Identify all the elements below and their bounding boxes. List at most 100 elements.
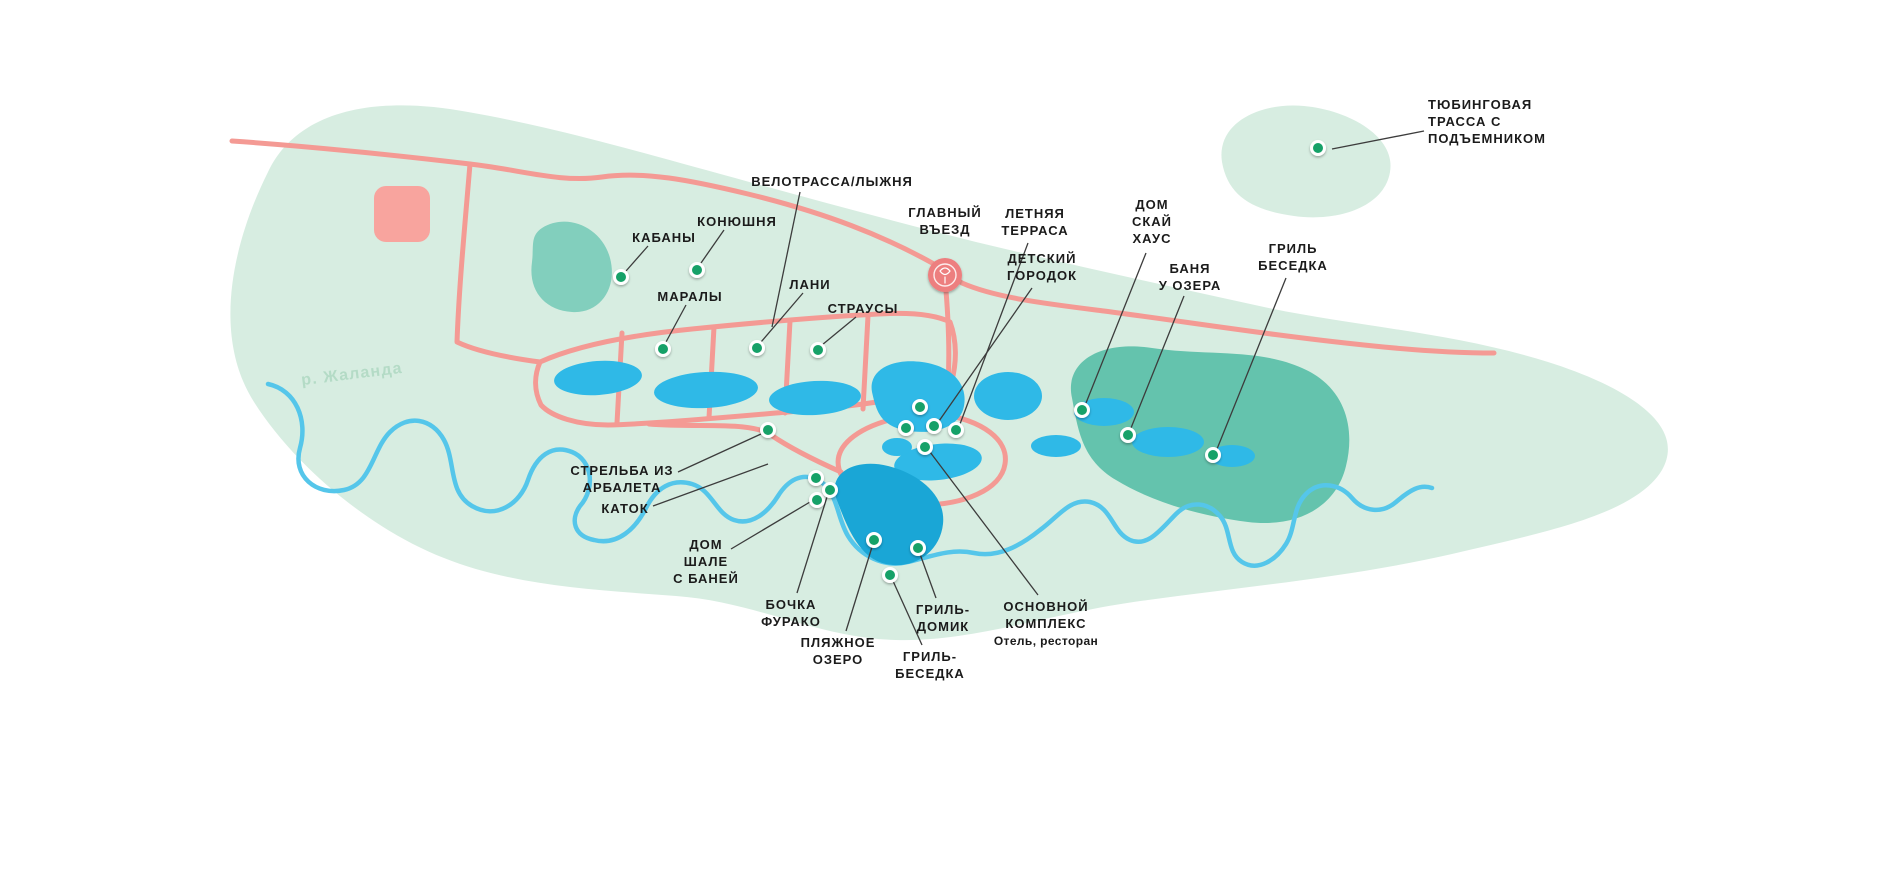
crossbow-range-label-text: СТРЕЛЬБА ИЗ АРБАЛЕТА (570, 463, 674, 496)
ostriches-label-text: СТРАУСЫ (827, 301, 899, 316)
crossbow-range-label: СТРЕЛЬБА ИЗ АРБАЛЕТА (570, 462, 673, 496)
crossbow-range-marker[interactable] (760, 422, 776, 438)
ostriches-marker[interactable] (810, 342, 826, 358)
sky-house-marker[interactable] (1074, 402, 1090, 418)
grill-gazebo-south-label-text: ГРИЛЬ- БЕСЕДКА (895, 649, 965, 682)
main-entrance-label: ГЛАВНЫЙ ВЪЕЗД (908, 204, 981, 238)
grill-gazebo-east-label-text: ГРИЛЬ БЕСЕДКА (1258, 241, 1328, 274)
lake-sauna-marker[interactable] (1120, 427, 1136, 443)
stable-leader-line (700, 229, 725, 264)
stable-label: КОНЮШНЯ (697, 213, 777, 230)
chalet-house-label: ДОМ ШАЛЕ С БАНЕЙ (673, 536, 739, 587)
bike-ski-track-label-text: ВЕЛОТРАССА/ЛЫЖНЯ (751, 174, 913, 189)
grill-house-leader-line (919, 553, 937, 599)
lake (654, 371, 758, 409)
tubing-track-label-text: ТЮБИНГОВАЯ ТРАССА С ПОДЪЕМНИКОМ (1428, 97, 1546, 147)
sky-house-label-text: ДОМ СКАЙ ХАУС (1131, 197, 1173, 247)
bike-ski-track-leader-line (771, 191, 801, 328)
lake-sauna-leader-line (1130, 295, 1185, 429)
lake (1132, 427, 1204, 457)
tubing-track-label: ТЮБИНГОВАЯ ТРАССА С ПОДЪЕМНИКОМ (1428, 96, 1546, 147)
tubing-track-leader-line (1331, 130, 1425, 150)
marals-marker[interactable] (655, 341, 671, 357)
lake (882, 438, 912, 456)
grill-gazebo-east-marker[interactable] (1205, 447, 1221, 463)
ice-rink-label: КАТОК (601, 500, 648, 517)
summer-terrace-leader-line (959, 242, 1029, 425)
building-square (374, 186, 430, 242)
grill-gazebo-south-marker[interactable] (882, 567, 898, 583)
main-complex-marker[interactable] (917, 439, 933, 455)
road-main (229, 138, 1497, 356)
summer-terrace-marker[interactable] (948, 422, 964, 438)
grill-house-label: ГРИЛЬ- ДОМИК (916, 601, 970, 635)
main-entrance-label-text: ГЛАВНЫЙ ВЪЕЗД (908, 205, 982, 238)
sky-house-label: ДОМ СКАЙ ХАУС (1132, 196, 1172, 247)
sky-house-leader-line (1085, 252, 1147, 404)
furako-barrel-label: БОЧКА ФУРАКО (761, 596, 821, 630)
ostriches-label: СТРАУСЫ (828, 300, 899, 317)
boars-label-text: КАБАНЫ (632, 230, 696, 245)
beach-lake (834, 463, 944, 566)
ice-rink-label-text: КАТОК (601, 501, 649, 516)
main-complex-label-subtitle: Отель, ресторан (993, 634, 1099, 649)
boars-label: КАБАНЫ (632, 229, 696, 246)
grill-gazebo-south-leader-line (892, 580, 923, 646)
grill-gazebo-east-label: ГРИЛЬ БЕСЕДКА (1258, 240, 1328, 274)
tubing-track-marker[interactable] (1310, 140, 1326, 156)
summer-terrace-label-text: ЛЕТНЯЯ ТЕРРАСА (1001, 206, 1069, 239)
boars-marker[interactable] (613, 269, 629, 285)
furako-barrel-leader-line (796, 496, 828, 594)
kids-playground-leader-line (938, 287, 1033, 422)
furako-barrel-marker[interactable] (822, 482, 838, 498)
lake (974, 372, 1042, 420)
beach-lake-leader-line (845, 546, 873, 632)
main-complex-leader-line (929, 451, 1039, 596)
leader-lines (625, 130, 1425, 646)
main-complex-label-text: ОСНОВНОЙ КОМПЛЕКС (1003, 599, 1089, 632)
main-complex-label: ОСНОВНОЙ КОМПЛЕКС Отель, ресторан (994, 598, 1098, 650)
kids-playground-label: ДЕТСКИЙ ГОРОДОК (1007, 250, 1077, 284)
crossbow-range-leader-line (677, 433, 762, 473)
lake-sauna-label-text: БАНЯ У ОЗЕРА (1158, 261, 1222, 294)
kids-playground-marker[interactable] (926, 418, 942, 434)
summer-terrace-label: ЛЕТНЯЯ ТЕРРАСА (1001, 205, 1068, 239)
marals-label-text: МАРАЛЫ (657, 289, 723, 304)
bike-ski-track-label: ВЕЛОТРАССА/ЛЫЖНЯ (751, 173, 913, 190)
lakes (554, 360, 1255, 566)
chalet-house-leader-line (730, 501, 811, 550)
chalet-house-marker[interactable] (809, 492, 825, 508)
paddock-divider (860, 313, 871, 412)
ice-rink-leader-line (652, 463, 769, 507)
marals-label: МАРАЛЫ (657, 288, 722, 305)
grill-house-marker[interactable] (910, 540, 926, 556)
lake (554, 360, 642, 396)
poi-markers (613, 140, 1326, 583)
river-label: р. Жаланда (300, 359, 404, 390)
stable-marker[interactable] (689, 262, 705, 278)
fallow-deer-marker[interactable] (749, 340, 765, 356)
complex-facilities-marker[interactable] (808, 470, 824, 486)
beach-lake-marker[interactable] (866, 532, 882, 548)
complex-facilities-marker[interactable] (912, 399, 928, 415)
ostriches-leader-line (821, 316, 857, 346)
lake-sauna-label: БАНЯ У ОЗЕРА (1159, 260, 1222, 294)
tubing-hill-area (1221, 105, 1391, 218)
marals-leader-line (665, 304, 687, 343)
river (265, 381, 1435, 568)
kids-playground-label-text: ДЕТСКИЙ ГОРОДОК (1006, 251, 1078, 284)
main-entrance-badge[interactable] (928, 258, 962, 292)
lake (1074, 398, 1134, 426)
lake (769, 380, 861, 416)
lake (871, 361, 965, 432)
furako-barrel-label-text: БОЧКА ФУРАКО (761, 597, 821, 630)
lake (1209, 445, 1255, 467)
grill-gazebo-east-leader-line (1216, 277, 1287, 450)
forest-area (1070, 346, 1350, 524)
fallow-deer-label-text: ЛАНИ (789, 277, 831, 292)
complex-facilities-marker[interactable] (898, 420, 914, 436)
lake (1031, 435, 1081, 457)
